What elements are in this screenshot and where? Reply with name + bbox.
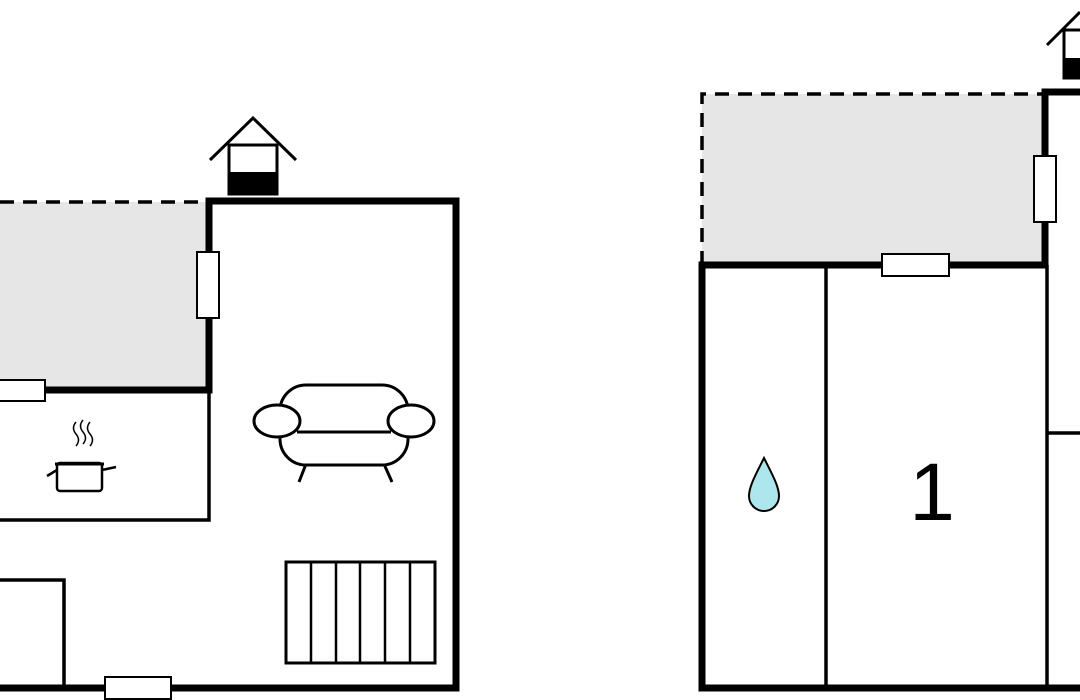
cooking-pot-icon <box>46 419 117 493</box>
water-drop-icon <box>747 455 781 512</box>
outer-wall-right <box>698 88 1080 692</box>
bedroom-label: 1 <box>909 447 955 538</box>
floor-right: 1 <box>698 10 1080 692</box>
floor-left <box>0 115 460 700</box>
chimney-icon <box>1045 10 1080 80</box>
kitchen-wall <box>0 390 211 522</box>
window-left-bottom <box>104 676 172 700</box>
radiator-icon <box>284 560 437 665</box>
terrace-right-dashed-edge <box>700 92 1045 265</box>
window-right-horizontal <box>881 253 950 277</box>
terrace-right <box>702 94 1045 265</box>
small-room-wall <box>0 578 66 688</box>
window-left-vertical <box>196 251 220 319</box>
window-right-vertical <box>1033 155 1057 223</box>
chimney-icon <box>208 115 298 196</box>
sofa-icon <box>252 383 436 483</box>
terrace-left <box>0 202 209 390</box>
window-left-terrace <box>0 379 46 402</box>
